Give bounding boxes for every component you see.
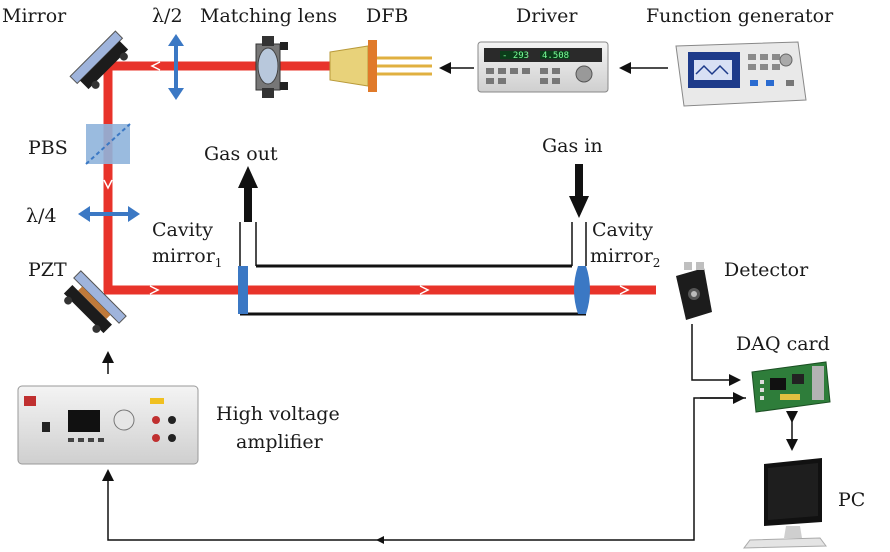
- gas-out-label: Gas out: [204, 143, 278, 165]
- gas-out-arrow: [238, 166, 258, 222]
- driver-label: Driver: [516, 5, 578, 27]
- matching-lens: [255, 36, 288, 98]
- detector-label: Detector: [724, 259, 809, 281]
- hv-amplifier-label-line1: High voltage: [216, 403, 340, 425]
- pc-icon: [742, 458, 827, 549]
- bottom-line-arrowhead: [376, 536, 384, 544]
- cavity-mirror-1: [238, 266, 248, 314]
- cavity-mirror1-label-line2: mirror1: [152, 245, 222, 270]
- driver-icon: - 293 4.508: [477, 41, 609, 93]
- cavity-mirror-2: [574, 266, 590, 314]
- laser-beam: [103, 61, 656, 295]
- quarter-wave-label: λ/4: [26, 205, 57, 227]
- pbs-cube: [85, 123, 131, 165]
- dfb-label: DFB: [366, 5, 408, 27]
- half-wave-label: λ/2: [152, 5, 183, 27]
- quarter-wave-plate: [78, 206, 140, 222]
- detector-icon: [676, 262, 712, 320]
- function-generator-icon: [675, 41, 807, 107]
- gas-cell: [239, 222, 587, 316]
- gas-in-label: Gas in: [542, 135, 603, 157]
- matching-lens-label: Matching lens: [200, 5, 337, 27]
- half-wave-plate: [168, 34, 184, 100]
- cavity-mirror1-label-line1: Cavity: [152, 219, 213, 241]
- mirror-label: Mirror: [2, 5, 67, 27]
- cavity-mirror2-subscript: 2: [653, 256, 661, 270]
- function-generator-label: Function generator: [646, 5, 834, 27]
- cavity-mirror1-subscript: 1: [215, 256, 223, 270]
- control-line-to-hv: [102, 397, 746, 541]
- hv-amplifier-icon: [17, 385, 199, 465]
- cavity-mirror2-label-line1: Cavity: [592, 219, 653, 241]
- cavity-mirror1-word: mirror: [152, 245, 216, 267]
- svg-text:4.508: 4.508: [542, 51, 569, 61]
- dfb-laser: [329, 40, 432, 92]
- pbs-label: PBS: [28, 137, 68, 159]
- svg-text:- 293: - 293: [502, 51, 529, 61]
- cavity-mirror2-word: mirror: [590, 245, 654, 267]
- mirror-top: [69, 30, 129, 90]
- hv-amplifier-label-line2: amplifier: [236, 431, 324, 453]
- pzt-label: PZT: [28, 259, 67, 281]
- pzt-mirror: [63, 270, 127, 334]
- gas-in-arrow: [569, 164, 589, 218]
- daq-card-icon: [751, 361, 831, 413]
- arrow-detector-to-daq: [691, 324, 741, 386]
- daq-card-label: DAQ card: [736, 333, 830, 355]
- cavity-mirror2-label-line2: mirror2: [590, 245, 660, 270]
- pc-label: PC: [838, 489, 865, 511]
